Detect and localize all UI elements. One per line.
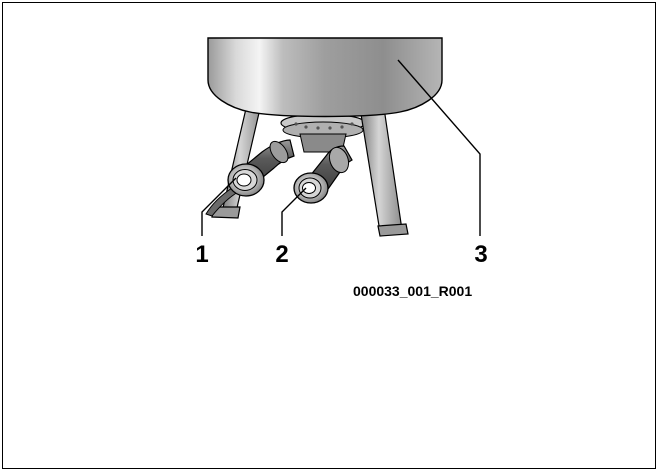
leader-line-1 (201, 177, 237, 236)
callout-number-2: 2 (275, 241, 288, 268)
leader-line-3 (397, 59, 481, 236)
figure-id-label: 000033_001_R001 (353, 283, 473, 299)
leader-line-2 (281, 187, 307, 236)
flange-connection-1 (227, 163, 265, 197)
support-leg-front (359, 107, 403, 233)
flange-connection-2 (293, 172, 329, 204)
callout-number-1: 1 (195, 241, 208, 268)
leg-foot-right (377, 223, 409, 237)
callout-number-3: 3 (474, 241, 487, 268)
vessel-body (207, 37, 443, 118)
